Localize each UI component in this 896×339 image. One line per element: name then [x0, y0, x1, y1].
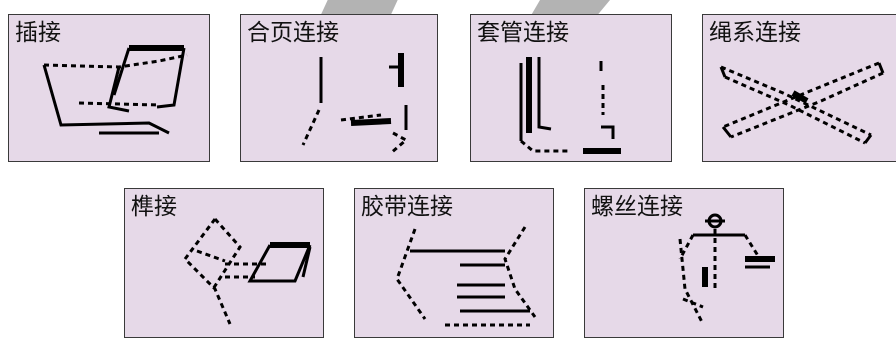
- sleeve-diagram: [519, 57, 621, 154]
- panel-label: 插接: [15, 20, 61, 46]
- panel-tape: 胶带连接: [354, 188, 554, 338]
- panel-tenon: 榫接: [124, 188, 324, 338]
- panel-label: 胶带连接: [361, 194, 453, 220]
- screw-diagram: [678, 213, 775, 325]
- hinge-diagram: [301, 53, 409, 155]
- panel-screw: 螺丝连接: [584, 188, 784, 338]
- tape-diagram: [395, 226, 537, 327]
- panel-sleeve: 套管连接: [470, 14, 672, 162]
- panel-hinge: 合页连接: [240, 14, 438, 162]
- panel-label: 套管连接: [477, 20, 569, 46]
- panel-label: 榫接: [131, 194, 177, 220]
- insert-diagram: [42, 45, 188, 135]
- tenon-diagram: [183, 218, 312, 325]
- panel-label: 合页连接: [247, 20, 339, 46]
- panel-label: 绳系连接: [709, 20, 801, 46]
- panel-insert: 插接: [8, 14, 210, 162]
- panel-label: 螺丝连接: [591, 194, 683, 220]
- panel-rope: 绳系连接: [702, 14, 896, 162]
- rope-diagram: [719, 61, 885, 145]
